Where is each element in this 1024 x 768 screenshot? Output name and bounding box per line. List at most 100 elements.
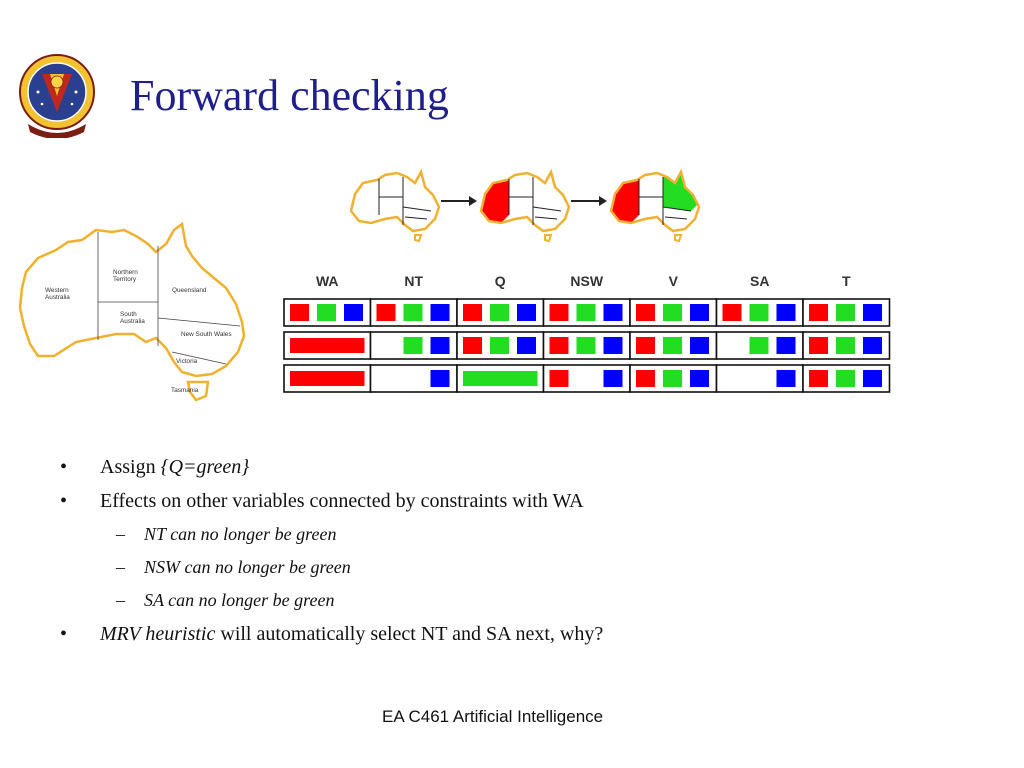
bullet-marker: •	[60, 456, 68, 478]
domain-value-blue	[430, 370, 450, 387]
region-labels: Western Australia Northern Territory Que…	[45, 269, 232, 394]
bullet-text: Assign	[100, 456, 161, 478]
domain-row-2	[283, 331, 891, 360]
bullet-item: –SA can no longer be green	[60, 584, 960, 617]
domain-value-green	[836, 370, 855, 387]
australia-mainland-outline	[18, 222, 246, 378]
domain-value-blue	[776, 370, 796, 387]
domain-value-blue	[603, 304, 623, 321]
map-label-south-australia: South	[120, 311, 137, 318]
domain-value-green	[663, 304, 682, 321]
bullet-text: MRV heuristic	[100, 623, 216, 645]
assigned-value-red	[290, 371, 365, 386]
domain-value-green	[663, 370, 682, 387]
bullet-marker: –	[116, 557, 125, 577]
map-step-3	[609, 170, 701, 243]
domain-value-red	[549, 370, 569, 387]
domain-value-red	[636, 370, 655, 387]
domain-value-green	[576, 304, 596, 321]
map-step-arrow-1	[441, 196, 477, 206]
domain-value-blue	[863, 304, 882, 321]
domain-value-blue	[776, 337, 796, 354]
domain-value-green	[663, 337, 682, 354]
domain-value-green	[317, 304, 336, 321]
domain-value-blue	[430, 337, 450, 354]
domain-value-blue	[690, 370, 709, 387]
bullet-text: NT can no longer be green	[144, 524, 337, 544]
assigned-value-green	[463, 371, 538, 386]
column-header-t: T	[842, 273, 851, 289]
column-header-q: Q	[495, 273, 506, 289]
map-label-western-australia-2: Australia	[45, 294, 70, 301]
domain-value-green	[403, 304, 423, 321]
map-step-2	[479, 170, 571, 243]
domain-value-blue	[344, 304, 363, 321]
column-header-nt: NT	[404, 273, 423, 289]
domain-value-blue	[863, 337, 882, 354]
domain-value-green	[490, 304, 509, 321]
domain-value-red	[636, 337, 655, 354]
map-label-northern-territory-2: Territory	[113, 276, 137, 283]
map-sequence-diagram	[349, 170, 701, 243]
state-borders	[97, 232, 241, 365]
domain-value-red	[549, 337, 569, 354]
bullet-marker: •	[60, 623, 68, 645]
domain-value-red	[722, 304, 742, 321]
bullet-item: –NT can no longer be green	[60, 518, 960, 551]
domain-value-green	[749, 304, 769, 321]
domain-value-red	[549, 304, 569, 321]
map-label-tasmania: Tasmania	[171, 387, 199, 394]
map-step-arrow-2	[571, 196, 607, 206]
domain-value-green	[490, 337, 509, 354]
domain-value-red	[809, 337, 828, 354]
domain-value-green	[836, 304, 855, 321]
domain-value-red	[290, 304, 309, 321]
column-header-nsw: NSW	[570, 273, 603, 289]
domain-value-blue	[690, 337, 709, 354]
australia-map: Western Australia Northern Territory Que…	[18, 222, 246, 402]
column-header-sa: SA	[750, 273, 769, 289]
bullet-item: –NSW can no longer be green	[60, 551, 960, 584]
domain-row-3	[283, 364, 891, 393]
domain-value-green	[749, 337, 769, 354]
map-label-queensland: Queensland	[172, 287, 207, 294]
map-label-western-australia: Western	[45, 287, 69, 294]
bullet-item: •MRV heuristic will automatically select…	[60, 617, 960, 651]
domain-value-green	[836, 337, 855, 354]
domain-value-green	[403, 337, 423, 354]
column-header-v: V	[669, 273, 679, 289]
map-step-1	[349, 170, 441, 243]
map-label-south-australia-2: Australia	[120, 318, 145, 325]
map-label-northern-territory: Northern	[113, 269, 138, 276]
map-label-new-south-wales: New South Wales	[181, 331, 232, 338]
domain-value-red	[376, 304, 396, 321]
institute-seal-icon	[19, 54, 95, 138]
slide-title: Forward checking	[130, 71, 449, 120]
domain-value-green	[576, 337, 596, 354]
bullet-text: Effects on other variables connected by …	[100, 490, 584, 512]
domain-row-1	[283, 298, 891, 327]
domain-value-red	[463, 304, 482, 321]
bullet-text: {Q=green}	[160, 456, 250, 478]
domain-value-blue	[517, 304, 536, 321]
domain-value-blue	[863, 370, 882, 387]
domain-value-red	[463, 337, 482, 354]
bullet-list: • Assign {Q=green} • Effects on other varia…	[60, 450, 960, 651]
domain-value-blue	[603, 370, 623, 387]
assigned-value-red	[290, 338, 365, 353]
bullet-marker: •	[60, 490, 68, 512]
tasmania-outline	[186, 380, 210, 402]
bullet-marker: –	[116, 590, 125, 610]
domain-value-red	[636, 304, 655, 321]
bullet-text: SA can no longer be green	[144, 590, 335, 610]
bullet-item: • Assign {Q=green}	[60, 450, 960, 484]
domain-value-blue	[603, 337, 623, 354]
domain-value-blue	[430, 304, 450, 321]
slide-footer: EA C461 Artificial Intelligence	[382, 707, 604, 726]
domain-value-red	[809, 304, 828, 321]
bullet-item: • Effects on other variables connected by…	[60, 484, 960, 518]
bullet-marker: –	[116, 524, 125, 544]
domain-value-red	[809, 370, 828, 387]
domain-value-blue	[517, 337, 536, 354]
